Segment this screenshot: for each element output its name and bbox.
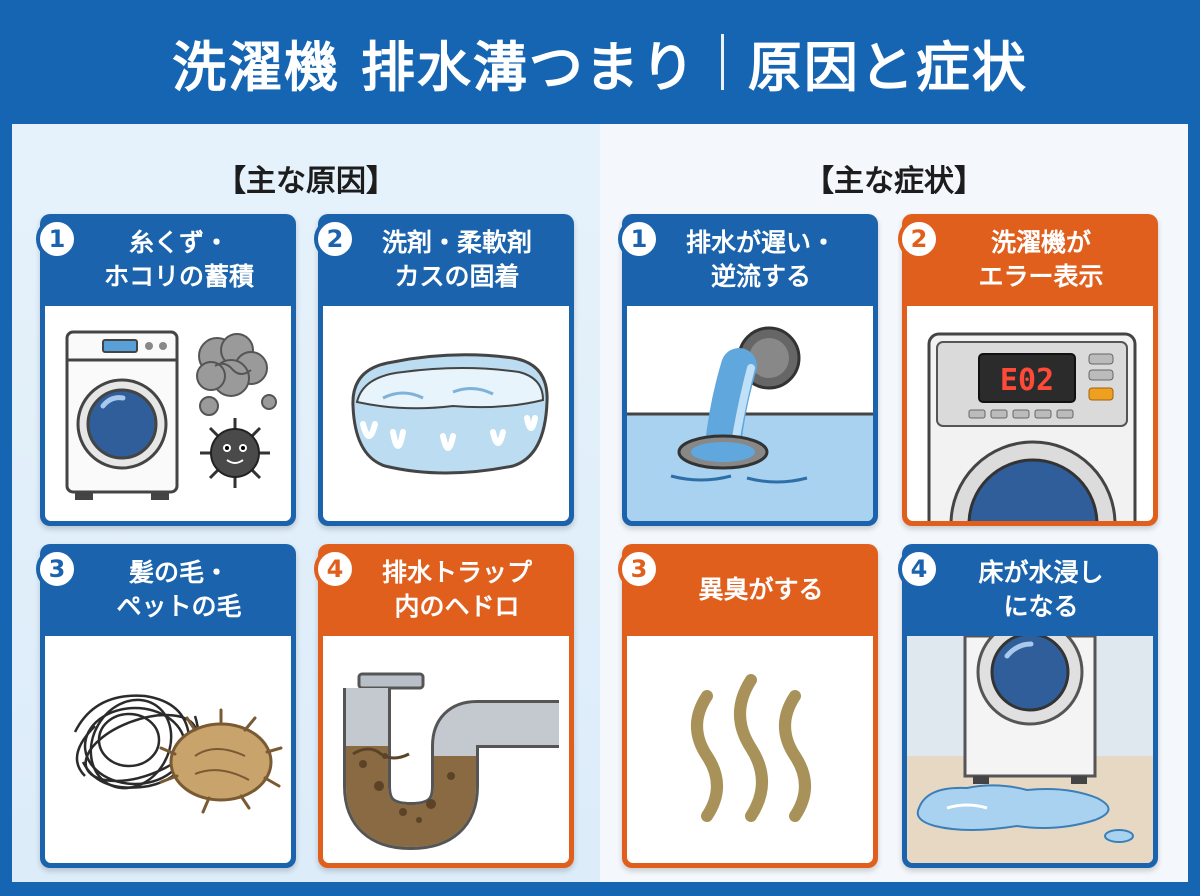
causes-panel: 【主な原因】 糸くず・ ホコリの蓄積 (12, 124, 600, 882)
symptom-label: 床が水浸し になる (978, 558, 1104, 621)
cause-number-badge: 1 (36, 218, 78, 260)
hair-clump-icon (45, 636, 291, 863)
cause-number-badge: 4 (314, 548, 356, 590)
title-main: 洗濯機 排水溝つまり (172, 35, 697, 99)
symptoms-panel: 【主な症状】 排水が遅い・ 逆流する 1 洗濯機が (600, 124, 1188, 882)
odor-fumes-icon (627, 636, 873, 863)
drain-trap-sludge-icon (323, 636, 569, 863)
title-divider (720, 34, 724, 90)
symptom-label: 洗濯機が エラー表示 (978, 228, 1104, 291)
symptom-label: 排水が遅い・ 逆流する (685, 228, 836, 291)
symptom-label: 異臭がする (698, 575, 824, 605)
symptom-number-badge: 1 (618, 218, 660, 260)
causes-title: 【主な原因】 (216, 164, 396, 199)
cause-card-sludge: 排水トラップ 内のヘドロ (318, 544, 574, 868)
cause-card-detergent: 洗剤・柔軟剤 カスの固着 (318, 214, 574, 526)
symptom-number-badge: 4 (898, 548, 940, 590)
cause-label: 糸くず・ ホコリの蓄積 (103, 228, 254, 291)
cause-number-badge: 2 (314, 218, 356, 260)
cause-label: 排水トラップ 内のヘドロ (381, 558, 532, 621)
symptom-card-odor: 異臭がする (622, 544, 878, 868)
error-display-machine-icon: E02 (907, 306, 1153, 521)
drain-backflow-icon (627, 306, 873, 521)
error-code-text: E02 (1000, 363, 1054, 398)
symptom-card-slow-drain: 排水が遅い・ 逆流する (622, 214, 878, 526)
cause-card-lint: 糸くず・ ホコリの蓄積 (40, 214, 296, 526)
page-title: 洗濯機 排水溝つまり 原因と症状 (0, 0, 1200, 124)
cause-number-badge: 3 (36, 548, 78, 590)
cause-label: 洗剤・柔軟剤 カスの固着 (381, 228, 532, 291)
title-sub: 原因と症状 (747, 35, 1028, 99)
cause-card-hair: 髪の毛・ ペットの毛 (40, 544, 296, 868)
flooded-floor-icon (907, 636, 1153, 863)
symptoms-title: 【主な症状】 (804, 164, 984, 199)
symptom-number-badge: 3 (618, 548, 660, 590)
symptom-card-error: 洗濯機が エラー表示 E02 (902, 214, 1158, 526)
symptom-card-flooding: 床が水浸し になる (902, 544, 1158, 868)
washing-machine-lint-icon (45, 306, 291, 521)
cause-label: 髪の毛・ ペットの毛 (116, 558, 242, 621)
detergent-residue-icon (323, 306, 569, 521)
symptom-number-badge: 2 (898, 218, 940, 260)
